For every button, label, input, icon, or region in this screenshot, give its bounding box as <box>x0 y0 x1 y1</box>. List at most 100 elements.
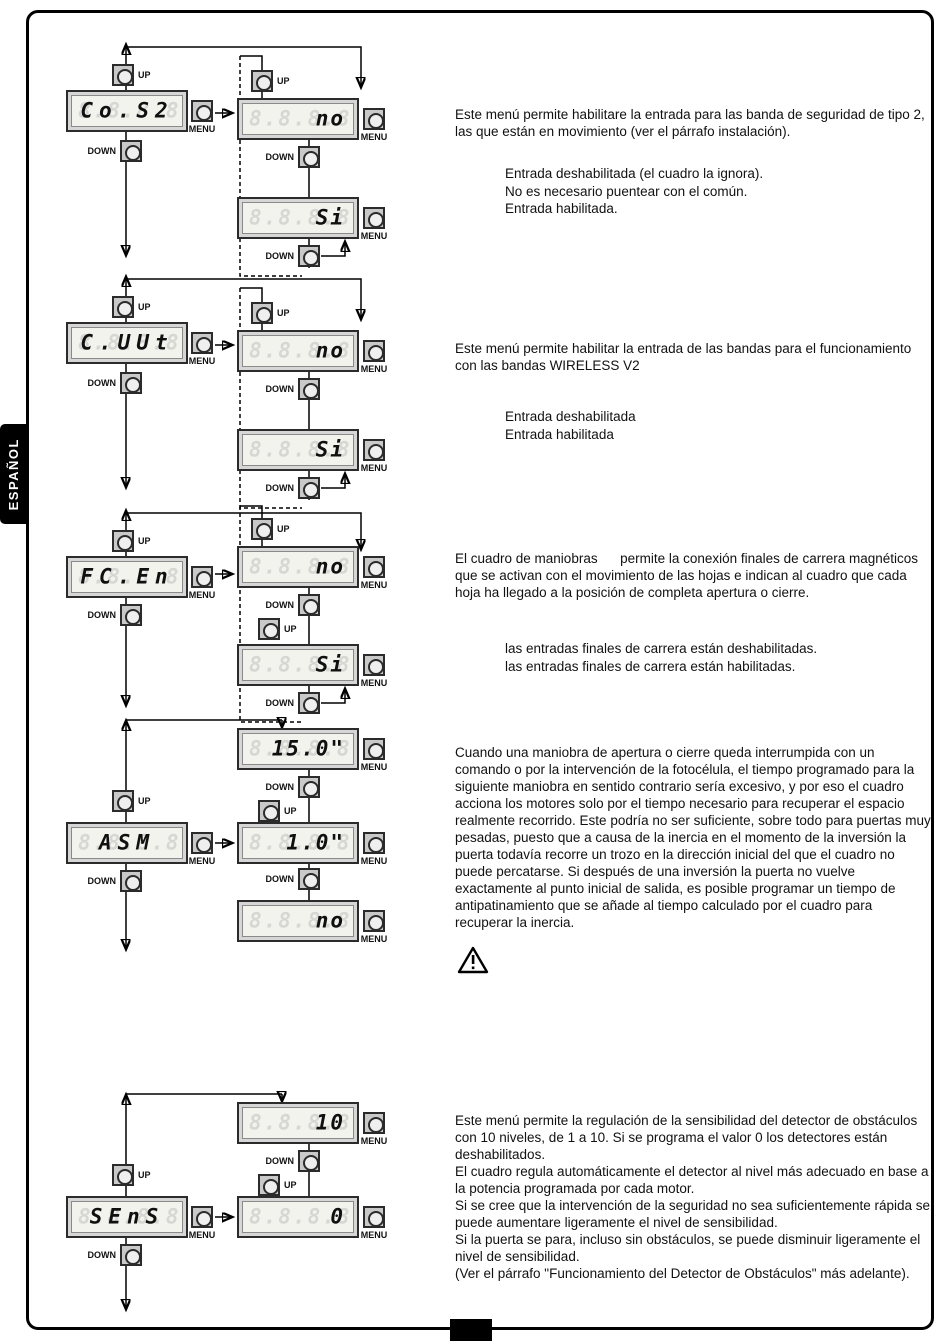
menu-button <box>363 832 385 854</box>
lcd-ghost-segments: 8.8.8.8 <box>249 205 352 230</box>
up-button <box>112 64 134 86</box>
menu-label: MENU <box>360 678 388 688</box>
down-label: DOWN <box>265 152 295 162</box>
down-button <box>298 868 320 890</box>
lcd-ghost-segments: 8.8.8.8 <box>78 330 181 355</box>
options-list: las entradas finales de carrera están de… <box>505 640 935 675</box>
up-label: UP <box>277 308 290 318</box>
lcd-ghost-segments: 8.8.8.8 <box>78 1204 181 1229</box>
section-description: Cuando una maniobra de apertura o cierre… <box>455 745 935 930</box>
warning-icon <box>457 946 489 980</box>
lcd-value: 1.0" <box>286 830 345 855</box>
menu-label: MENU <box>360 934 388 944</box>
down-button <box>298 1150 320 1172</box>
down-label: DOWN <box>265 698 295 708</box>
menu-button <box>191 832 213 854</box>
menu-label: MENU <box>188 356 216 366</box>
down-button <box>298 245 320 267</box>
lcd-ghost-segments: 8.8.8.8 <box>249 736 352 761</box>
down-button <box>298 477 320 499</box>
down-label: DOWN <box>87 610 117 620</box>
up-label: UP <box>138 536 151 546</box>
menu-label: MENU <box>188 856 216 866</box>
down-label: DOWN <box>87 876 117 886</box>
menu-label: MENU <box>360 1136 388 1146</box>
menu-button <box>363 439 385 461</box>
lcd-ghost-segments: 8.8.8.8 <box>78 830 181 855</box>
down-label: DOWN <box>265 384 295 394</box>
down-label: DOWN <box>265 1156 295 1166</box>
down-button <box>298 594 320 616</box>
option-line: Entrada deshabilitada <box>505 409 636 424</box>
option-line: las entradas finales de carrera están ha… <box>505 658 796 674</box>
menu-label: MENU <box>360 762 388 772</box>
lcd-value: no <box>315 106 345 131</box>
up-button <box>112 530 134 552</box>
menu-button <box>363 556 385 578</box>
section-description: El cuadro de maniobras permite la conexi… <box>455 551 922 600</box>
down-label: DOWN <box>265 483 295 493</box>
menu-button <box>191 1206 213 1228</box>
lcd-value: no <box>315 338 345 363</box>
lcd-ghost-segments: 8.8.8.8 <box>249 338 352 363</box>
up-label: UP <box>284 806 297 816</box>
up-button <box>251 70 273 92</box>
section-description: Este menú permite habilitare la entrada … <box>455 107 929 139</box>
option-line: No es necesario puentear con el común. <box>505 183 748 199</box>
up-label: UP <box>138 796 151 806</box>
lcd-ghost-segments: 8.8.8.8 <box>249 1204 352 1229</box>
up-label: UP <box>277 524 290 534</box>
up-button <box>251 302 273 324</box>
up-button <box>112 296 134 318</box>
menu-button <box>191 566 213 588</box>
lcd-ghost-segments: 8.8.8.8 <box>249 106 352 131</box>
menu-label: MENU <box>360 1230 388 1240</box>
lcd-value: 0 <box>330 1204 345 1229</box>
down-button <box>120 870 142 892</box>
options-list: Entrada deshabilitada Entrada habilitada <box>505 408 935 443</box>
down-button <box>298 776 320 798</box>
down-label: DOWN <box>265 251 295 261</box>
options-list: Entrada deshabilitada (el cuadro la igno… <box>505 165 935 218</box>
up-button <box>112 1164 134 1186</box>
up-label: UP <box>138 1170 151 1180</box>
menu-label: MENU <box>360 132 388 142</box>
down-label: DOWN <box>265 874 295 884</box>
lcd-value: SEnS <box>89 1204 165 1229</box>
menu-button <box>363 108 385 130</box>
up-label: UP <box>284 1180 297 1190</box>
down-button <box>120 1244 142 1266</box>
down-label: DOWN <box>87 146 117 156</box>
lcd-value: no <box>315 554 345 579</box>
menu-label: MENU <box>360 463 388 473</box>
lcd-ghost-segments: 8.8.8.8 <box>249 908 352 933</box>
menu-label: MENU <box>188 124 216 134</box>
menu-button <box>363 738 385 760</box>
lcd-ghost-segments: 8.8.8.8 <box>249 554 352 579</box>
menu-label: MENU <box>360 580 388 590</box>
lcd-value: Si <box>315 437 345 462</box>
lcd-value: ASM <box>99 830 155 855</box>
